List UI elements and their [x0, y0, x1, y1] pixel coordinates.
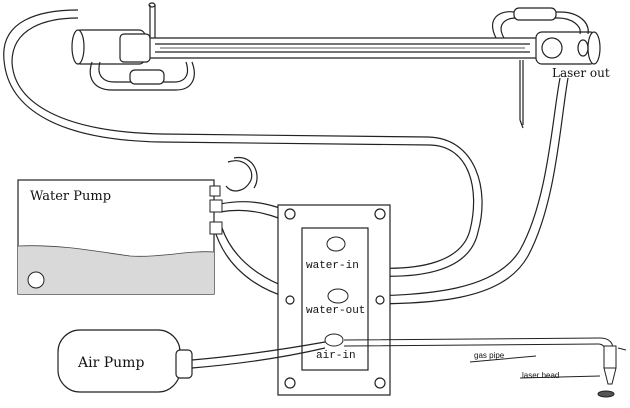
air-pump-label: Air Pump [77, 355, 144, 371]
water-in-connector [326, 236, 346, 252]
air-in-label: air-in [316, 350, 356, 362]
gas-pipe-label: gas pipe [474, 351, 505, 360]
water-in-label: water-in [306, 260, 359, 272]
laser-head-label: laser head [522, 371, 559, 380]
air-pump [57, 329, 326, 393]
air-in-connector [324, 333, 344, 347]
water-pump-label: Water Pump [30, 189, 111, 204]
laser-tube [71, 2, 601, 129]
water-out-label: water-out [306, 305, 365, 317]
water-pump: Water Pump [17, 179, 223, 295]
laser-head [597, 345, 627, 398]
laser-out-label: Laser out [552, 66, 610, 80]
water-out-connector [327, 288, 349, 304]
